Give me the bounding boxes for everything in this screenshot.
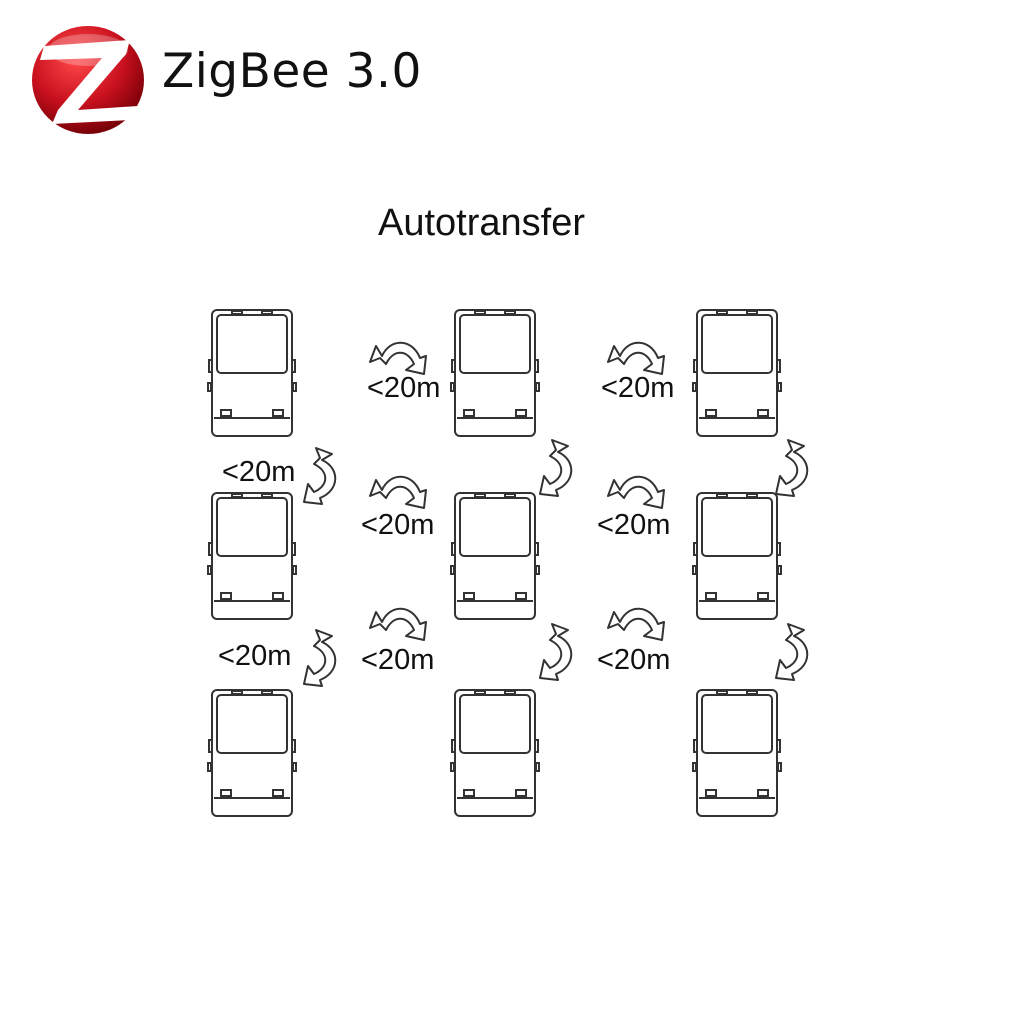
- floodlight-icon: [692, 492, 782, 620]
- transfer-arrow-down-icon: [539, 623, 573, 681]
- floodlight-icon: [207, 309, 297, 437]
- transfer-arrow-down-icon: [303, 447, 337, 505]
- distance-label: <20m: [361, 644, 435, 676]
- transfer-arrow-down-icon: [303, 629, 337, 687]
- floodlight-icon: [450, 309, 540, 437]
- distance-label: <20m: [601, 372, 675, 404]
- distance-label: <20m: [218, 640, 292, 672]
- floodlight-icon: [692, 689, 782, 817]
- distance-label: <20m: [222, 456, 296, 488]
- transfer-arrow-icon: [607, 475, 665, 509]
- transfer-arrow-icon: [607, 341, 665, 375]
- transfer-arrow-icon: [369, 341, 427, 375]
- distance-label: <20m: [367, 372, 441, 404]
- transfer-arrow-down-icon: [775, 439, 809, 497]
- floodlight-icon: [692, 309, 782, 437]
- distance-label: <20m: [597, 644, 671, 676]
- transfer-arrow-down-icon: [775, 623, 809, 681]
- distance-label: <20m: [361, 509, 435, 541]
- diagram-title: Autotransfer: [378, 202, 585, 244]
- floodlight-icon: [207, 492, 297, 620]
- transfer-arrow-icon: [369, 607, 427, 641]
- floodlight-icon: [207, 689, 297, 817]
- transfer-arrow-icon: [607, 607, 665, 641]
- zigbee-logo: [32, 26, 144, 134]
- floodlight-icon: [450, 689, 540, 817]
- transfer-arrow-icon: [369, 475, 427, 509]
- floodlight-icon: [450, 492, 540, 620]
- transfer-arrow-down-icon: [539, 439, 573, 497]
- brand-name: ZigBee 3.0: [162, 44, 422, 99]
- distance-label: <20m: [597, 509, 671, 541]
